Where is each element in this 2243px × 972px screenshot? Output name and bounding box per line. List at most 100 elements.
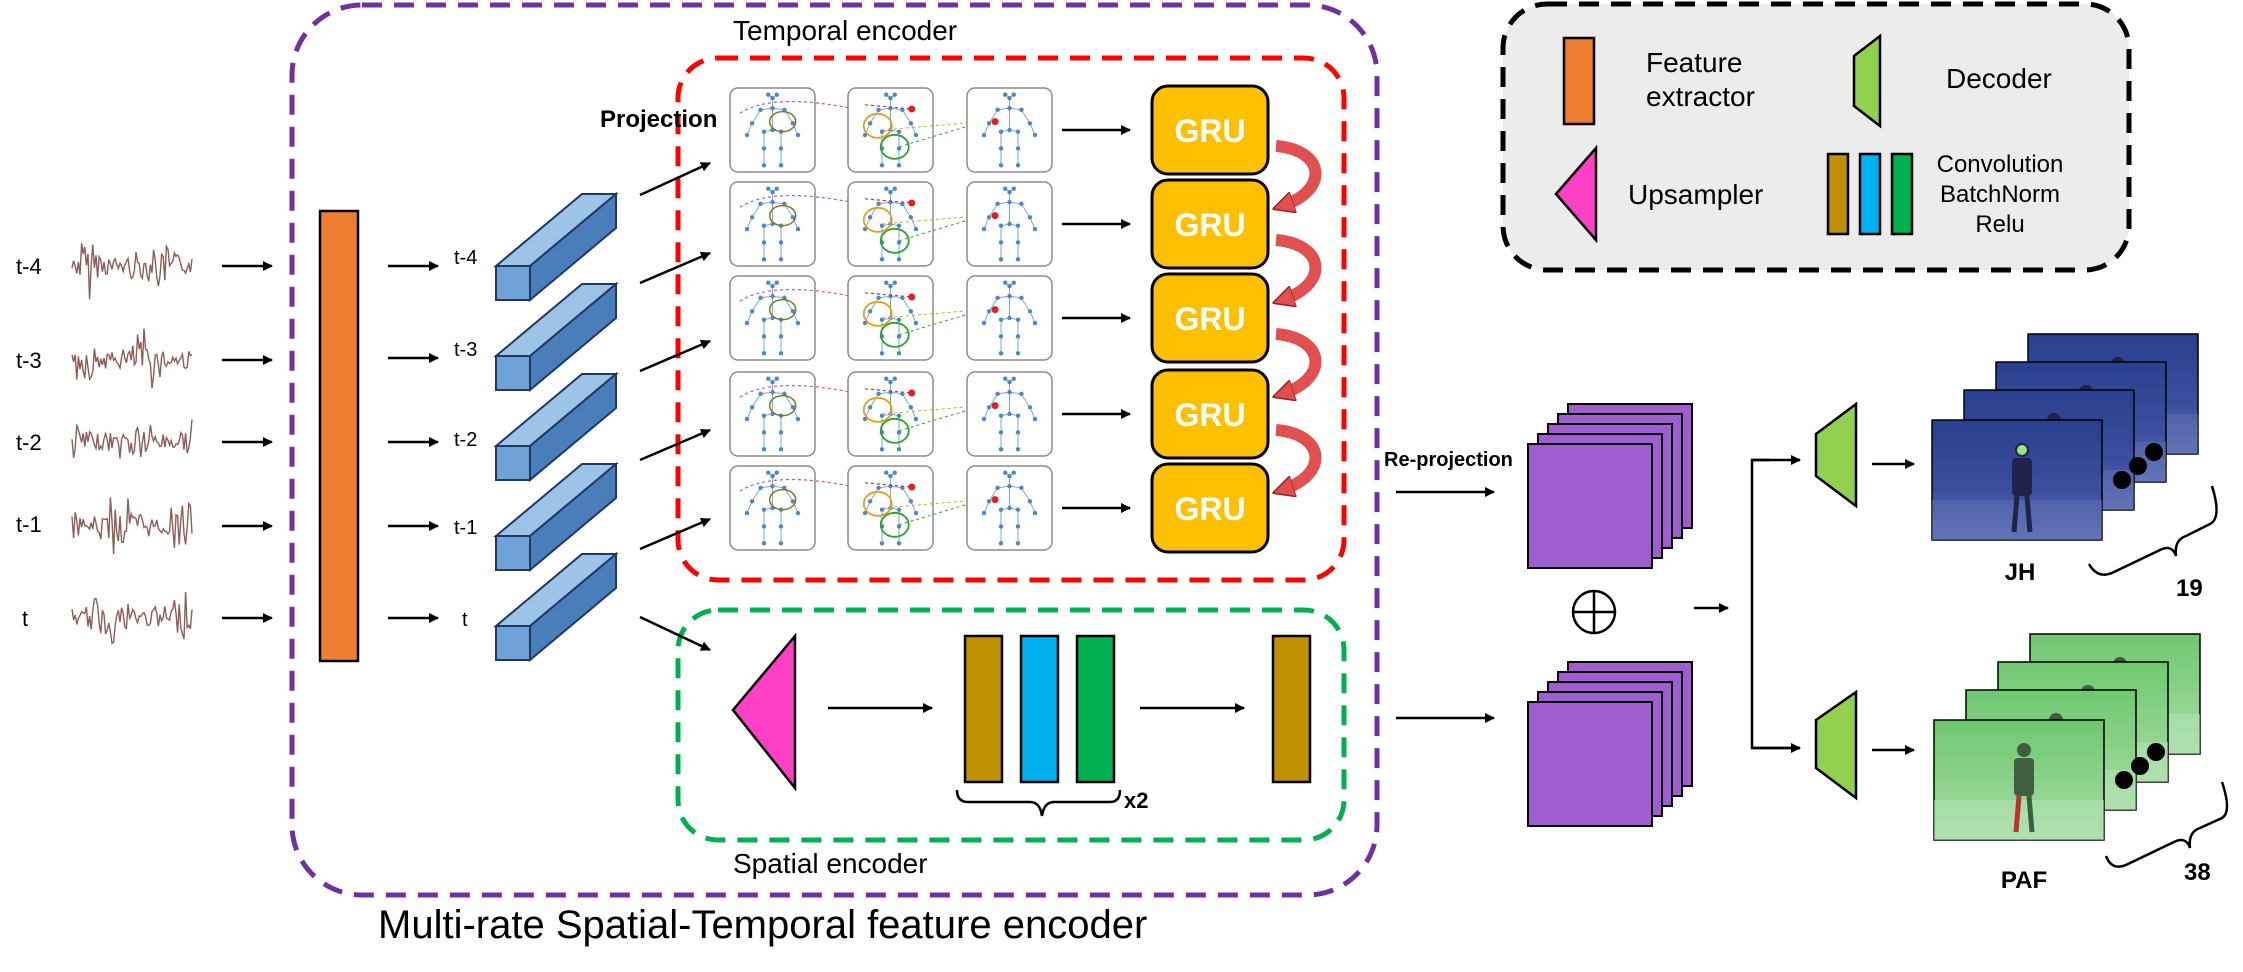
skeleton-joint [1003,376,1008,381]
skeleton-joint [774,92,779,97]
skeleton-joint [986,499,992,504]
skeleton-bone [901,109,912,124]
skeleton-joint [867,121,873,126]
legend-relu-swatch [1890,152,1914,236]
projection-arrows [639,161,711,652]
feature-time-labels: t-4 t-3 t-2 t-1 t [454,247,477,631]
skeleton-joint [766,186,771,191]
legend-batchnorm-swatch [1858,152,1882,236]
attention-target [991,496,999,504]
attention-ring [879,133,910,160]
skeleton-joint [1015,240,1021,245]
skeleton-joint [1015,351,1021,356]
skeleton-joint [876,201,881,207]
person-head [2017,743,2031,757]
gru-label: GRU [1174,491,1245,527]
jh-count-brace [2087,485,2218,576]
skeleton-joint [1032,510,1038,516]
reprojection-label: Re-projection [1384,449,1513,471]
skeleton-joint [879,351,885,356]
skeleton-joint [892,186,897,191]
skeleton-joint [981,132,987,138]
skeleton-joint [908,215,914,220]
skeleton-joint [1027,309,1033,314]
attention-ring [862,490,893,517]
skeleton-joint [1032,416,1038,422]
skeleton-joint [761,447,767,452]
attention-ring [768,298,797,321]
skeleton-joint [770,379,775,385]
skeleton-joint [744,132,750,138]
skeleton-bone [751,393,762,408]
attention-link [881,405,984,415]
skeleton-bone [869,203,880,218]
skeleton-joint [1007,221,1012,227]
skeleton-joint [884,92,889,97]
attention-link [864,104,912,110]
attention-ring [768,488,797,511]
skeleton-joint [879,541,885,546]
gru-input-arrows [1062,125,1131,513]
skeleton-bone [988,109,999,124]
legend: Feature extractor Decoder Upsampler Conv… [1500,1,2132,273]
skeleton-joint [1015,163,1021,168]
skeleton-joint [1015,129,1021,134]
skeleton-bone [1020,297,1031,312]
attention-target [908,105,916,113]
skeleton-joint [892,376,897,381]
skeleton-joint [913,132,919,138]
skeleton-joint [1011,470,1016,475]
skeleton-graphs [729,87,1053,551]
skeleton-joint [1032,320,1038,326]
skeleton-bone [901,297,912,312]
skeleton-joint [1015,257,1021,262]
skeleton-joint [1015,524,1021,529]
skeleton-bone [751,297,762,312]
upsampler-block [731,632,797,792]
gru-label: GRU [1174,207,1245,243]
skeleton-joint [1015,317,1021,322]
jh-count: 19 [2176,575,2203,602]
skeleton-joint [761,541,767,546]
signal-waveform [71,591,193,645]
legend-upsampler-label: Upsampler [1628,179,1763,210]
skeleton-joint [1011,92,1016,97]
feature-block-front [495,535,531,571]
feature-label-t2: t-2 [454,429,477,451]
skeleton-joint [896,146,902,151]
skeleton-joint [1032,226,1038,232]
attention-target [991,306,999,314]
skeleton-joint [998,129,1004,134]
skeleton-joint [790,215,796,220]
gru-label: GRU [1174,397,1245,433]
legend-decoder-label: Decoder [1946,63,2052,94]
skeleton-joint [1007,315,1012,321]
skeleton-joint [862,510,868,516]
skeleton-joint [770,389,775,395]
skeleton-joint [1032,132,1038,138]
signal-waveform [71,419,193,459]
skeleton-joint [879,507,885,512]
skeleton-joint [1015,447,1021,452]
skeleton-joint [1011,376,1016,381]
input-time-labels: t-4 t-3 t-2 t-1 t [16,254,42,631]
skeleton-joint [879,257,885,262]
skeleton-bone [988,487,999,502]
attention-link [739,100,856,114]
attention-ring [879,511,910,538]
skeleton-joint [1007,189,1012,195]
skeleton-joint [1007,293,1012,299]
legend-upsampler-swatch [1554,144,1598,244]
skeleton-joint [795,320,801,326]
skeleton-joint [998,413,1004,418]
skeleton-joint [770,105,775,111]
skeleton-joint [888,189,893,195]
skeleton-joint [761,524,767,529]
skeleton-bone [988,393,999,408]
encoder-container [289,2,1380,898]
skeleton-joint [879,223,885,228]
skeleton-joint [1015,507,1021,512]
ellipsis-dot [2115,771,2133,789]
skeleton-joint [867,405,873,410]
gru-cell-2: GRU [1150,178,1270,270]
